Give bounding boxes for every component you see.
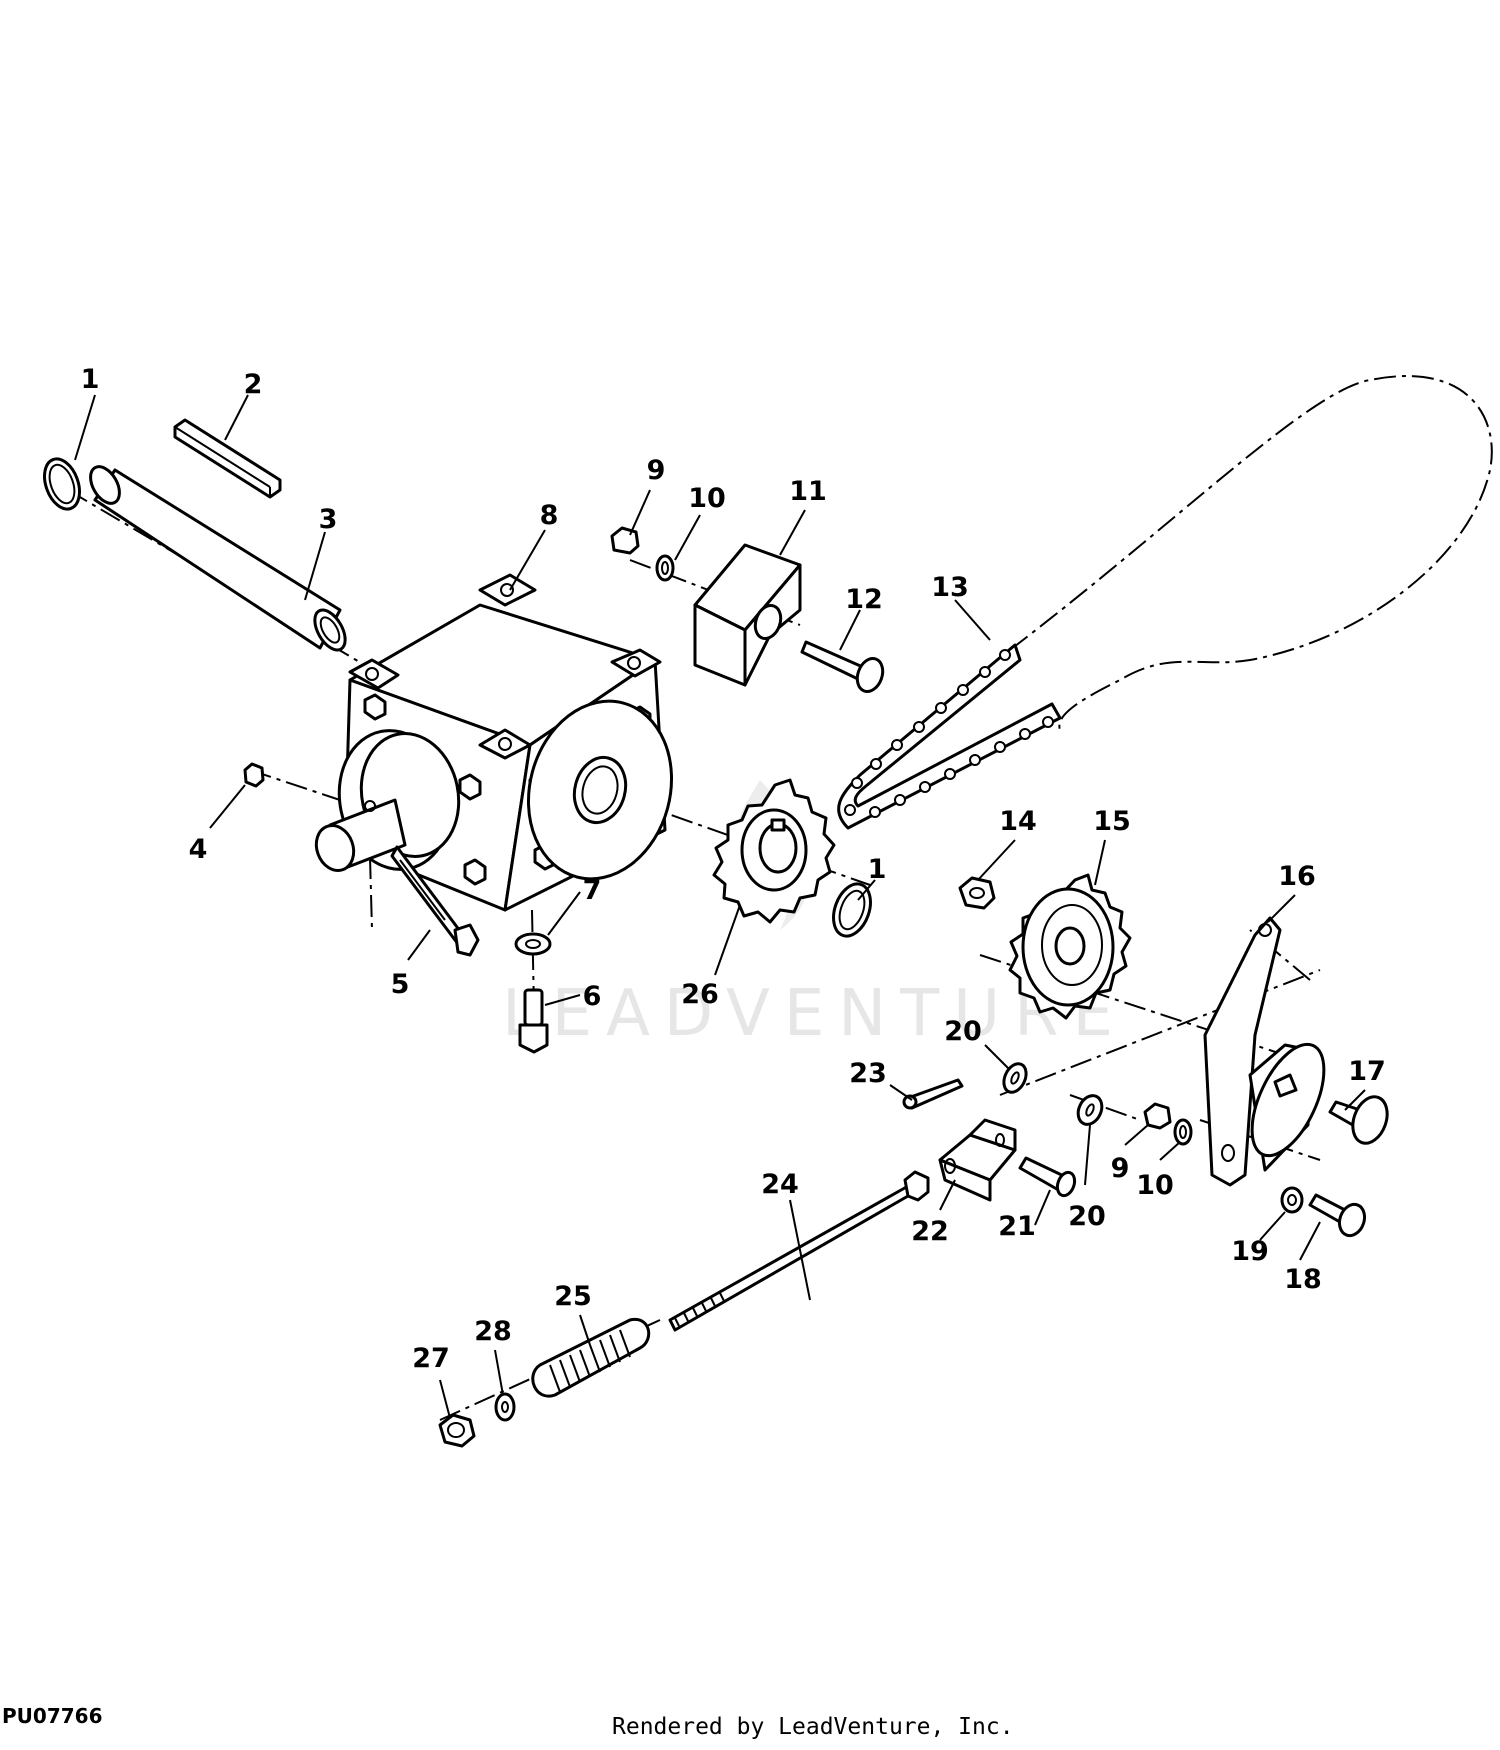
- part-21-clevis-pin: [1018, 1156, 1077, 1198]
- part-27-lock-nut: [438, 1413, 476, 1448]
- part-7-washer: [514, 932, 552, 956]
- part-20-washer-upper: [1002, 1062, 1028, 1094]
- callout-18: 18: [1284, 1264, 1322, 1295]
- callout-21: 21: [998, 1211, 1036, 1242]
- part-24-rod: [668, 1170, 930, 1332]
- callout-27: 27: [412, 1343, 450, 1374]
- callout-25: 25: [554, 1281, 592, 1312]
- callout-13: 13: [931, 572, 969, 603]
- footer-credit: Rendered by LeadVenture, Inc.: [612, 1714, 1014, 1740]
- callout-5: 5: [391, 969, 410, 1000]
- part-22-clevis: [938, 1118, 1017, 1202]
- part-10-washer-top: [655, 554, 675, 582]
- callout-17: 17: [1348, 1056, 1386, 1087]
- part-9-nut-top: [610, 526, 640, 555]
- callout-9-lower: 9: [1111, 1153, 1130, 1184]
- part-28-washer: [494, 1392, 516, 1422]
- callout-24: 24: [761, 1169, 799, 1200]
- part-26-sprocket: [712, 778, 836, 924]
- callout-28: 28: [474, 1316, 512, 1347]
- part-19-spacer: [1280, 1186, 1304, 1214]
- callout-1: 1: [81, 364, 100, 395]
- callout-9: 9: [647, 455, 666, 486]
- part-25-spring: [531, 1317, 651, 1398]
- callout-12: 12: [845, 584, 883, 615]
- callout-20-lower: 20: [1068, 1201, 1106, 1232]
- part-23-cotter-pin: [902, 1078, 964, 1110]
- part-12-bolt: [800, 640, 885, 693]
- part-10-washer-lower: [1173, 1118, 1193, 1146]
- part-9-nut-lower: [1143, 1102, 1172, 1130]
- part-1-snap-ring-right: [832, 882, 872, 938]
- leader-lines: [74, 394, 1366, 1419]
- part-4-nut: [243, 762, 265, 788]
- part-17-bolt: [1328, 1095, 1389, 1145]
- callout-19: 19: [1231, 1236, 1269, 1267]
- callout-10: 10: [688, 483, 726, 514]
- callout-15: 15: [1093, 806, 1131, 837]
- callout-8: 8: [540, 500, 559, 531]
- part-5-bolt: [390, 845, 480, 957]
- callout-22: 22: [911, 1216, 949, 1247]
- part-20-washer-lower: [1076, 1094, 1104, 1126]
- callout-10-lower: 10: [1136, 1170, 1174, 1201]
- part-16-idler-arm: [1203, 916, 1326, 1187]
- part-6-bolt: [518, 988, 549, 1054]
- callout-20-upper: 20: [944, 1016, 982, 1047]
- callout-14: 14: [999, 806, 1037, 837]
- part-3-shaft: [89, 465, 347, 652]
- watermark: LEADVENTURE: [502, 977, 1127, 1051]
- part-15-idler-sprocket: [1008, 873, 1132, 1020]
- callout-2: 2: [244, 369, 263, 400]
- callout-11: 11: [789, 476, 827, 507]
- callout-labels: 1 2 3 8 9 10 11 12 13 4 5 7 6 26 1 14 15…: [81, 364, 1386, 1374]
- part-8-gearbox: [314, 573, 674, 912]
- callout-7: 7: [583, 875, 602, 906]
- drawing-id: PU07766: [2, 1704, 103, 1728]
- callout-6: 6: [583, 981, 602, 1012]
- callout-1-right: 1: [868, 854, 887, 885]
- part-18-bolt: [1308, 1193, 1367, 1238]
- callout-23: 23: [849, 1058, 887, 1089]
- part-13-chain: [837, 643, 1062, 830]
- callout-3: 3: [319, 504, 338, 535]
- callout-4: 4: [189, 834, 208, 865]
- part-2-key: [173, 418, 282, 499]
- part-11-block: [693, 543, 802, 687]
- part-14-nut: [958, 876, 996, 910]
- callout-16: 16: [1278, 861, 1316, 892]
- part-1-snap-ring: [43, 457, 81, 511]
- callout-26: 26: [681, 979, 719, 1010]
